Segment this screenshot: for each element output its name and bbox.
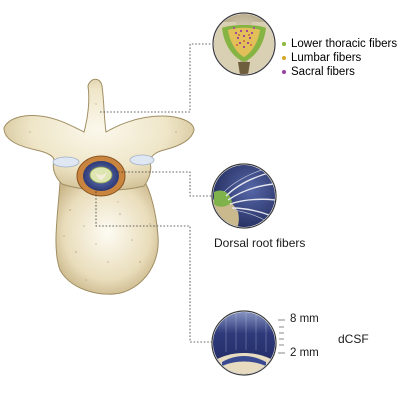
legend-item-lumbar: Lumbar fibers (282, 51, 397, 65)
scale-ticks (278, 319, 285, 354)
dcsf-label: dCSF (338, 332, 369, 346)
legend-dot-sacral (282, 70, 286, 74)
dorsal-root-zoom-circle (211, 163, 277, 229)
legend-item-sacral: Sacral fibers (282, 65, 397, 79)
fiber-zoom-circle (212, 12, 276, 76)
leader-to-fiber-circle (100, 43, 212, 113)
vertebra (3, 78, 195, 295)
legend-dot-lower-thoracic (282, 42, 286, 46)
legend-dot-lumbar (282, 56, 286, 60)
fiber-legend: Lower thoracic fibers Lumbar fibers Sacr… (282, 37, 397, 79)
legend-label: Sacral fibers (291, 66, 355, 78)
dcsf-zoom-circle (211, 310, 285, 376)
scale-top-label: 8 mm (290, 313, 319, 325)
leader-to-csf-circle (95, 188, 212, 343)
vertebral-body (55, 181, 159, 295)
bone-speckles (29, 103, 177, 281)
left-facet (52, 156, 80, 168)
cord-gray-matter (95, 172, 107, 180)
leader-to-root-circle (118, 171, 212, 197)
right-facet (129, 154, 155, 166)
legend-label: Lower thoracic fibers (291, 38, 398, 50)
scale-bottom-label: 2 mm (290, 347, 319, 359)
leader-lines (95, 43, 212, 343)
dorsal-root-label: Dorsal root fibers (214, 236, 306, 250)
legend-item-lower-thoracic: Lower thoracic fibers (282, 37, 397, 51)
legend-label: Lumbar fibers (291, 52, 362, 64)
